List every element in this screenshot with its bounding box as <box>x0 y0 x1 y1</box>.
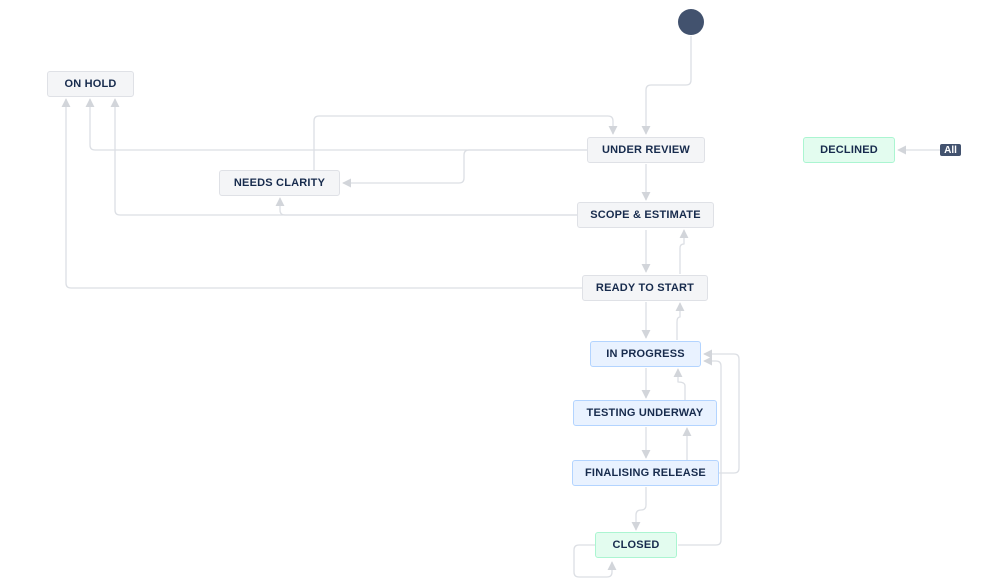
status-scope-estimate[interactable]: SCOPE & ESTIMATE <box>577 202 714 228</box>
connector-finalising-to-in-progress <box>703 349 740 474</box>
connector-start-to-under-review <box>641 36 692 135</box>
connector-testing-to-in-progress <box>673 368 686 400</box>
status-finalising-release[interactable]: FINALISING RELEASE <box>572 460 719 486</box>
status-in-progress[interactable]: IN PROGRESS <box>590 341 701 367</box>
connector-scope-to-on-hold <box>110 98 578 216</box>
connector-under-review-to-on-hold <box>85 98 587 151</box>
connector-in-progress-to-ready <box>675 302 685 340</box>
connector-ready-to-scope <box>679 229 689 274</box>
connector-finalising-to-closed <box>631 487 647 531</box>
status-needs-clarity[interactable]: NEEDS CLARITY <box>219 170 340 196</box>
connector-scope-to-needs-clarity <box>275 197 578 216</box>
connector-needs-clarity-to-under-review <box>313 115 618 170</box>
connector-closed-self-loop <box>573 544 617 578</box>
connector-closed-to-in-progress <box>678 356 722 546</box>
status-closed[interactable]: CLOSED <box>595 532 677 558</box>
status-ready-to-start[interactable]: READY TO START <box>582 275 708 301</box>
status-under-review[interactable]: UNDER REVIEW <box>587 137 705 163</box>
status-declined[interactable]: DECLINED <box>803 137 895 163</box>
status-testing-underway[interactable]: TESTING UNDERWAY <box>573 400 717 426</box>
all-transition-badge: All <box>940 144 961 156</box>
start-node <box>678 9 704 35</box>
connector-ready-to-on-hold <box>61 98 583 289</box>
status-on-hold[interactable]: ON HOLD <box>47 71 134 97</box>
connector-under-review-to-needs-clarity <box>342 149 587 188</box>
